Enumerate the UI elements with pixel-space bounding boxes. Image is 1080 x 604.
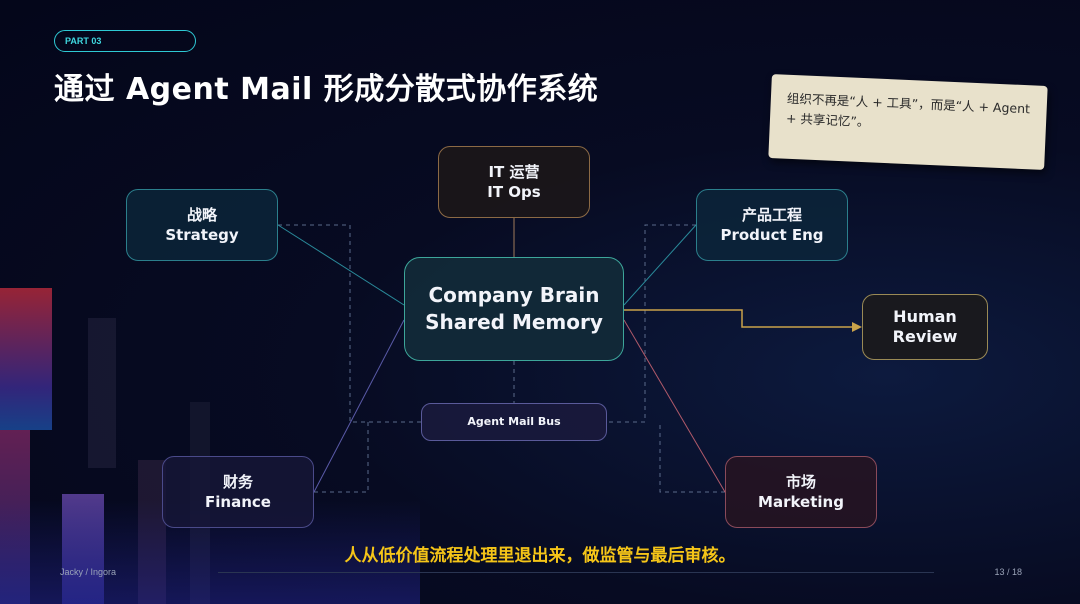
decorative-bar xyxy=(0,288,52,430)
footer-author: Jacky / Ingora xyxy=(60,567,117,577)
node-marketing-en: Marketing xyxy=(758,493,844,511)
node-human-review-line1: Human xyxy=(893,307,957,326)
dashed-link-finance-bus xyxy=(314,422,369,493)
node-product-eng: 产品工程 Product Eng xyxy=(696,189,848,261)
section-badge: PART 03 xyxy=(54,30,196,52)
node-company-brain-line2: Shared Memory xyxy=(425,310,603,334)
node-human-review-line2: Review xyxy=(892,327,958,346)
node-finance: 财务 Finance xyxy=(162,456,314,528)
node-company-brain-line1: Company Brain xyxy=(428,283,600,307)
node-it-ops: IT 运营 IT Ops xyxy=(438,146,590,218)
node-marketing: 市场 Marketing xyxy=(725,456,877,528)
page-title: 通过 Agent Mail 形成分散式协作系统 xyxy=(54,72,599,107)
arrow-head xyxy=(852,322,862,332)
node-product-eng-en: Product Eng xyxy=(720,226,824,244)
dashed-link-strategy-bus xyxy=(278,224,421,423)
node-strategy: 战略 Strategy xyxy=(126,189,278,261)
link-strategy-brain xyxy=(277,224,405,306)
node-strategy-en: Strategy xyxy=(165,226,239,244)
node-marketing-zh: 市场 xyxy=(785,473,816,491)
dashed-link-product-bus xyxy=(607,224,696,423)
page-number: 13 / 18 xyxy=(994,567,1022,577)
dashed-link-marketing-bus xyxy=(659,422,725,493)
link-marketing-brain xyxy=(623,319,726,493)
node-it-ops-zh: IT 运营 xyxy=(488,163,540,181)
link-finance-brain xyxy=(313,319,405,493)
node-product-eng-zh: 产品工程 xyxy=(741,206,802,224)
footer-divider xyxy=(218,572,934,573)
link-product-brain xyxy=(623,224,697,306)
decorative-bar xyxy=(0,430,30,604)
node-human-review: Human Review xyxy=(862,294,988,360)
node-agent-mail-bus: Agent Mail Bus xyxy=(421,403,607,441)
node-strategy-zh: 战略 xyxy=(186,206,217,224)
node-company-brain: Company Brain Shared Memory xyxy=(404,257,624,361)
decorative-bar xyxy=(138,460,166,604)
node-it-ops-en: IT Ops xyxy=(487,183,541,201)
node-finance-zh: 财务 xyxy=(222,473,253,491)
decorative-bar xyxy=(88,318,116,468)
arrow-brain-human xyxy=(624,309,852,328)
node-finance-en: Finance xyxy=(205,493,271,511)
decorative-bar xyxy=(62,494,104,604)
caption: 人从低价值流程处理里退出来，做监管与最后审核。 xyxy=(344,546,736,566)
